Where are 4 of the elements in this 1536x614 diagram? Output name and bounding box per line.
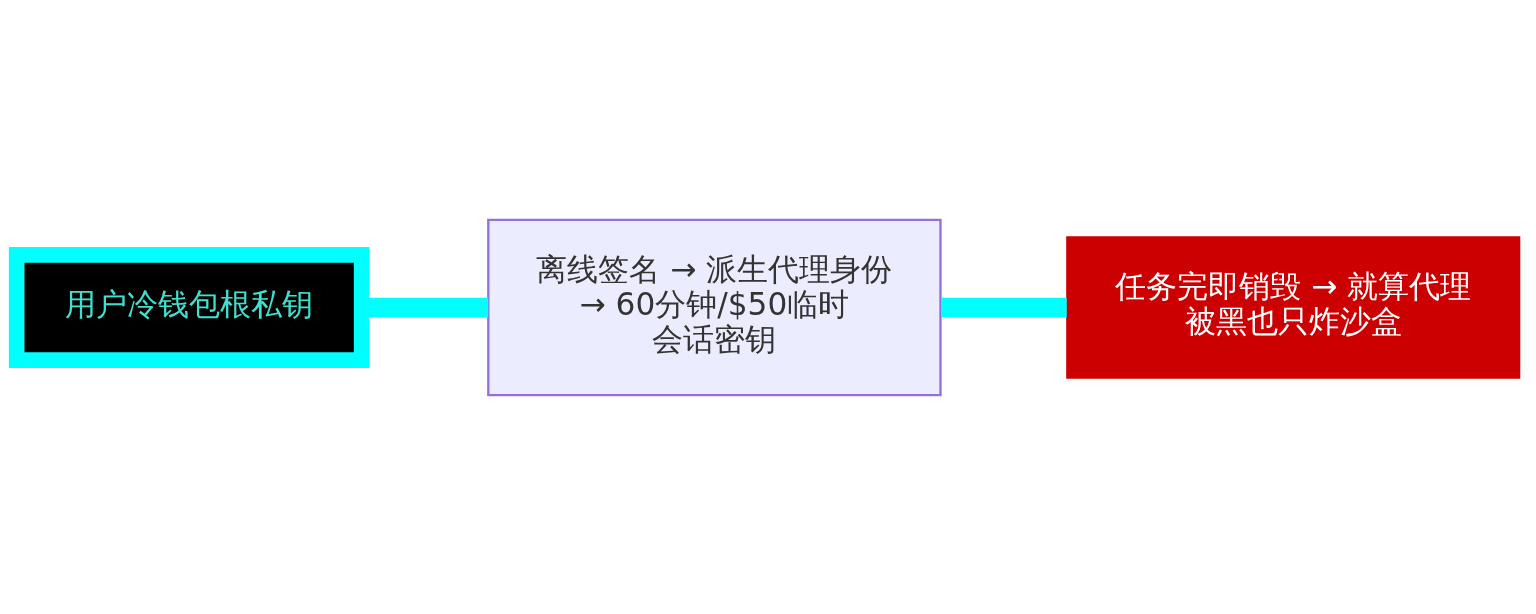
connector [941, 297, 1067, 317]
node-box: 离线签名 → 派生代理身份 → 60分钟/$50临时会话密钥 [487, 218, 942, 396]
node-box: 用户冷钱包根私钥 [8, 246, 370, 368]
node-box: 任务完即销毁 → 就算代理被黑也只炸沙盒 [1066, 235, 1521, 379]
